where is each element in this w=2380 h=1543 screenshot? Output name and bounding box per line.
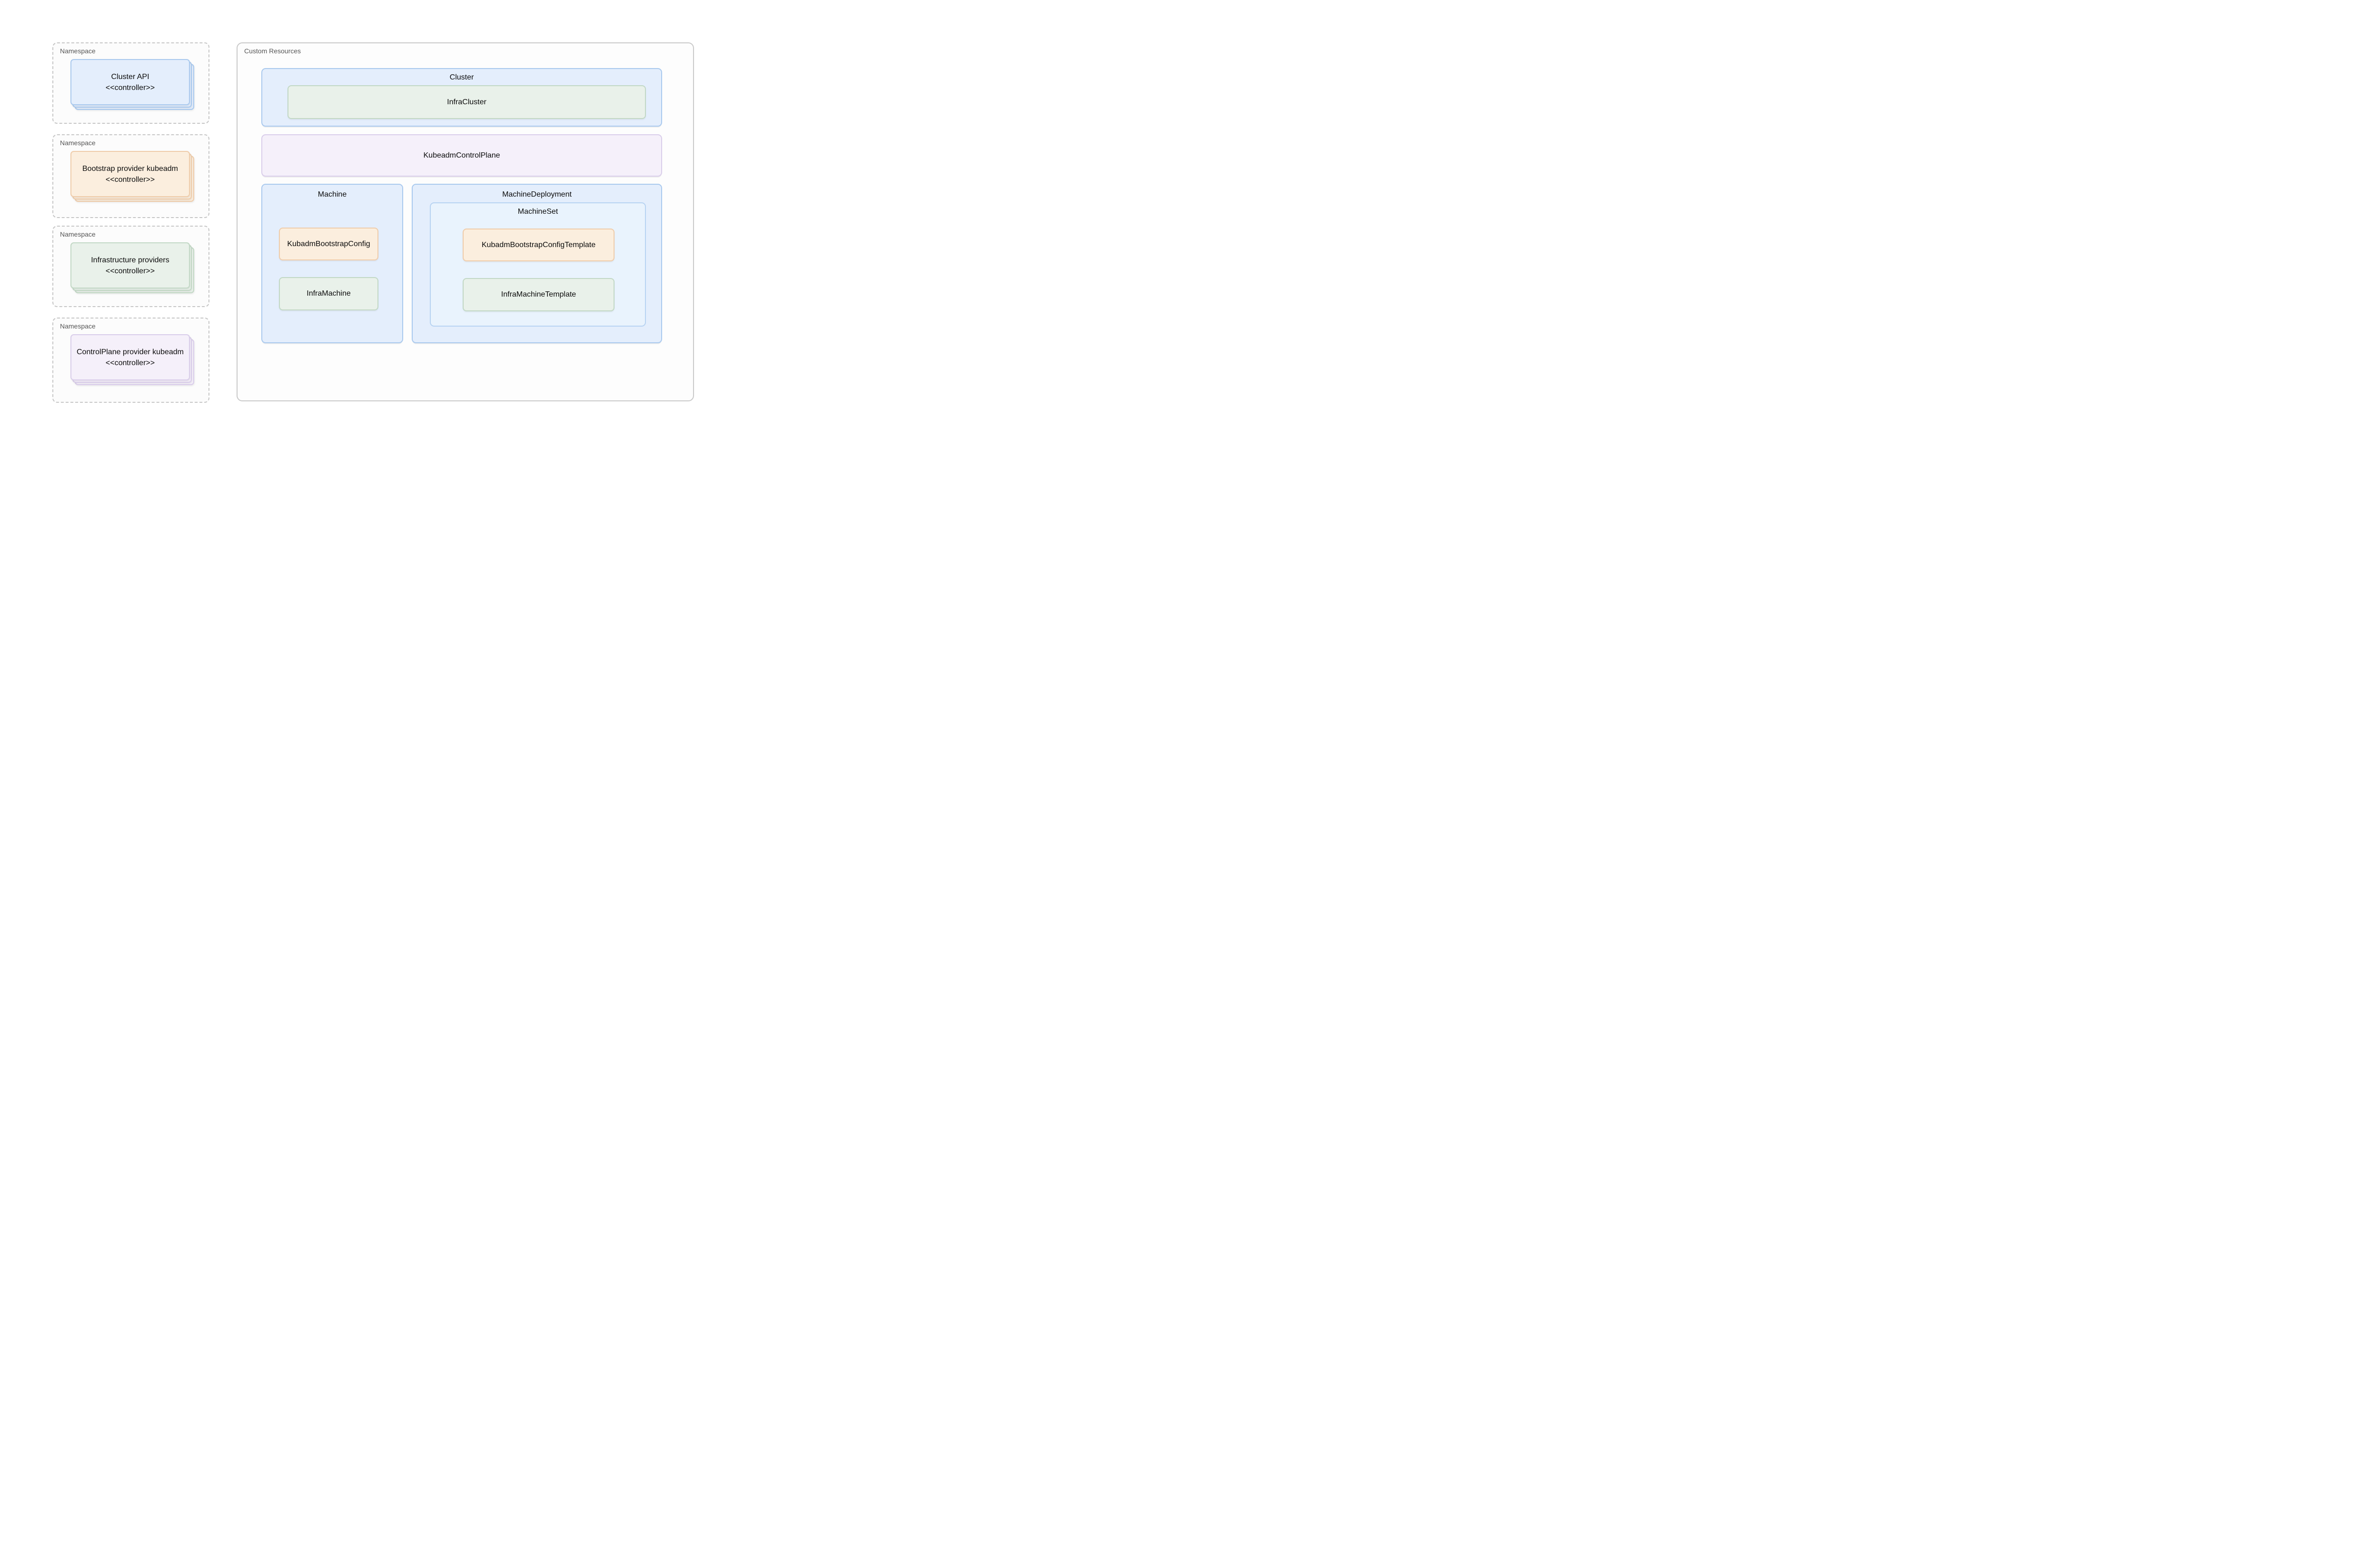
machine-set-resource-box: MachineSet KubadmBootstrapConfigTemplate… [430,202,646,327]
cluster-title: Cluster [449,73,474,81]
kubeadm-control-plane-resource-box: KubeadmControlPlane [261,134,662,177]
machine-deployment-resource-box: MachineDeployment MachineSet KubadmBoots… [412,184,662,343]
namespace-box-cluster-api: Namespace Cluster API <<controller>> [52,42,209,124]
kubadm-bootstrap-config-template-resource-box: KubadmBootstrapConfigTemplate [463,229,615,261]
infra-cluster-resource-box: InfraCluster [288,85,646,119]
controller-card-title: Bootstrap provider kubeadm [82,164,178,173]
controller-card-controlplane-provider: ControlPlane provider kubeadm <<controll… [70,334,190,380]
custom-resources-label: Custom Resources [244,47,301,55]
controller-card-bootstrap-provider: Bootstrap provider kubeadm <<controller>… [70,151,190,197]
infra-machine-template-resource-box: InfraMachineTemplate [463,278,615,311]
controller-card-stereotype: <<controller>> [105,175,155,184]
controller-card-infrastructure-providers: Infrastructure providers <<controller>> [70,242,190,289]
namespace-label: Namespace [60,139,96,147]
namespace-box-bootstrap-provider: Namespace Bootstrap provider kubeadm <<c… [52,134,209,218]
machine-title: Machine [317,190,347,199]
cluster-api-architecture-diagram: Namespace Cluster API <<controller>> Nam… [0,0,746,422]
machine-deployment-title: MachineDeployment [502,190,572,199]
namespace-label: Namespace [60,230,96,238]
controller-card-title: Cluster API [111,72,149,81]
namespace-label: Namespace [60,322,96,330]
machine-resource-box: Machine KubadmBootstrapConfig InfraMachi… [261,184,403,343]
custom-resources-box: Custom Resources Cluster InfraCluster Ku… [237,42,694,401]
controller-card-cluster-api: Cluster API <<controller>> [70,59,190,105]
controller-card-stereotype: <<controller>> [105,358,155,367]
namespace-label: Namespace [60,47,96,55]
namespace-box-controlplane-provider: Namespace ControlPlane provider kubeadm … [52,318,209,403]
kubadm-bootstrap-config-resource-box: KubadmBootstrapConfig [279,228,378,260]
controller-card-title: ControlPlane provider kubeadm [76,348,184,356]
controller-card-title: Infrastructure providers [91,256,169,264]
infra-machine-resource-box: InfraMachine [279,277,378,310]
controller-card-stereotype: <<controller>> [105,267,155,275]
controller-card-stack: ControlPlane provider kubeadm <<controll… [70,334,194,385]
cluster-resource-box: Cluster InfraCluster [261,68,662,127]
controller-card-stack: Infrastructure providers <<controller>> [70,242,194,293]
controller-card-stack: Cluster API <<controller>> [70,59,194,110]
controller-card-stereotype: <<controller>> [105,83,155,92]
machine-set-title: MachineSet [517,208,558,216]
namespace-box-infrastructure-providers: Namespace Infrastructure providers <<con… [52,226,209,307]
controller-card-stack: Bootstrap provider kubeadm <<controller>… [70,151,194,202]
